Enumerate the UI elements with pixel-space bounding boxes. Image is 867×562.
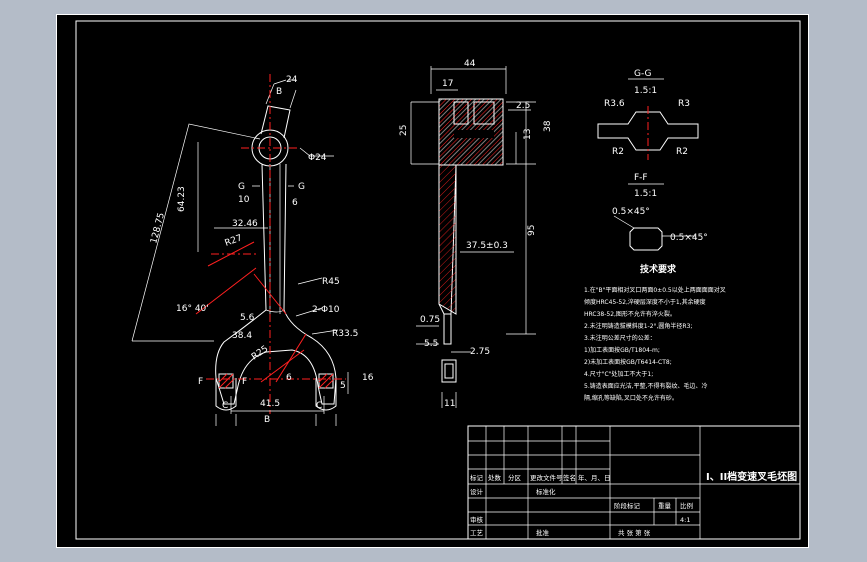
dim-25: 25 (399, 125, 409, 136)
dim-r27: R27 (224, 233, 244, 248)
tb-label-mark: 标记 (470, 473, 484, 482)
dim-5: 5 (340, 381, 346, 391)
dim-44: 44 (464, 59, 476, 69)
tech-item: 隔,缩孔等缺陷,叉口处不允许有砂。 (584, 394, 678, 402)
dim-16: 16 (362, 373, 374, 383)
label-b-top: B (276, 87, 282, 97)
dim-95: 95 (527, 225, 537, 236)
tech-item: 2.未注明铸造拔模斜度1-2°,圆角半径R3; (584, 322, 692, 330)
front-view: 24 B Φ24 G G 10 6 64.23 128.75 32.46 R27… (131, 74, 374, 426)
dim-r33: R33.5 (332, 329, 358, 339)
tech-item: HRC38-52,图形不允许有淬火裂。 (584, 310, 676, 318)
dim-r3: R3 (678, 99, 690, 109)
section-gg-title: G-G (634, 69, 652, 79)
tech-item: 倾度HRC45-52,淬硬层深度不小于1,其余硬度 (584, 298, 706, 306)
section-ff: F-F 1.5:1 0.5×45° 0.5×45° (612, 173, 708, 251)
tech-item: 2)未加工表面按GB/T6414-CT8; (584, 358, 672, 366)
dim-2-75: 2.75 (470, 347, 490, 357)
tb-craft: 工艺 (470, 529, 484, 537)
dim-r45: R45 (322, 277, 340, 287)
tech-item: 4.尺寸"C"处加工不大于1; (584, 370, 653, 378)
label-b-bottom: B (264, 415, 270, 425)
tb-sheets: 共 张 第 张 (618, 528, 651, 537)
dim-0-75: 0.75 (420, 315, 440, 325)
fork-body (215, 163, 337, 405)
section-ff-scale: 1.5:1 (634, 189, 657, 199)
right-foot (315, 378, 337, 411)
label-c-left: C (222, 401, 228, 411)
section-gg-scale: 1.5:1 (634, 86, 657, 96)
dim-41: 41.5 (260, 399, 280, 409)
tb-label-zone: 分区 (508, 473, 522, 482)
dim-10: 10 (238, 195, 250, 205)
dim-37-5: 37.5±0.3 (466, 241, 508, 251)
label-f-right: F (242, 377, 247, 387)
dim-13: 13 (523, 129, 533, 140)
section-ff-title: F-F (634, 173, 648, 183)
left-foot (215, 378, 237, 411)
dim-phi24: Φ24 (308, 153, 327, 163)
dim-17: 17 (442, 79, 453, 89)
label-g-left: G (238, 182, 245, 192)
tb-scale-label: 比例 (680, 501, 693, 510)
dim-32: 32.46 (232, 219, 258, 229)
tb-review: 审核 (470, 515, 484, 524)
dim-64: 64.23 (177, 186, 187, 212)
side-view: 44 17 2.5 25 38 13 95 37.5±0.3 0.75 5.5 … (399, 59, 553, 409)
tb-design: 设计 (470, 487, 484, 496)
chamfer-1: 0.5×45° (612, 207, 650, 217)
dim-11: 11 (444, 399, 455, 409)
dim-5-5: 5.5 (424, 339, 438, 349)
dim-6b: 6 (286, 373, 292, 383)
dim-38: 38.4 (232, 331, 252, 341)
tb-scale-value: 4:1 (680, 516, 690, 524)
tb-stage: 阶段标记 (614, 501, 641, 510)
label-g-right: G (298, 182, 305, 192)
label-f-left: F (198, 377, 203, 387)
tech-item: 3.未注明公差尺寸的公差： (584, 334, 656, 342)
title-block: 标记 处数 分区 更改文件号 签名 年、月、日 设计 标准化 审核 工艺 批准 … (467, 425, 801, 540)
drawing-canvas: 24 B Φ24 G G 10 6 64.23 128.75 32.46 R27… (56, 14, 809, 548)
tech-requirements: 技术要求 1.在"B"平面相对叉口两面0±0.5以处上两面面面对叉 倾度HRC4… (584, 263, 726, 402)
tb-standard: 标准化 (536, 487, 556, 496)
dim-r25: R25 (250, 344, 270, 362)
top-lug (260, 105, 291, 139)
dim-r3-6: R3.6 (604, 99, 625, 109)
tb-label-file: 更改文件号 (530, 473, 563, 482)
label-c-right: C (316, 401, 322, 411)
tech-title: 技术要求 (640, 263, 677, 275)
dim-6: 6 (292, 198, 298, 208)
dim-angle: 16° 40' (176, 304, 209, 314)
inner-frame (75, 20, 801, 540)
tb-weight: 重量 (658, 502, 672, 510)
dim-38: 38 (543, 120, 553, 132)
tech-item: 1.在"B"平面相对叉口两面0±0.5以处上两面面面对叉 (584, 286, 726, 294)
dim-holes: 2-Φ10 (312, 305, 340, 315)
tb-label-count: 处数 (488, 473, 502, 482)
outer-frame (56, 14, 809, 548)
dim-2-5: 2.5 (516, 101, 530, 111)
drawing-sheet: 24 B Φ24 G G 10 6 64.23 128.75 32.46 R27… (56, 14, 809, 548)
dim-r2-right: R2 (676, 147, 688, 157)
dim-128: 128.75 (149, 212, 167, 245)
dim-r2-left: R2 (612, 147, 624, 157)
tech-item: 1)加工表面按GB/T1804-m; (584, 346, 660, 354)
dim-5-6: 5.6 (240, 313, 255, 323)
tb-title: I、II档变速叉毛坯图 (706, 470, 797, 483)
tb-approve: 批准 (536, 528, 550, 537)
tb-label-date: 年、月、日 (578, 473, 611, 482)
section-gg: G-G 1.5:1 R3.6 R3 R2 R2 (597, 69, 699, 160)
dim-24: 24 (286, 75, 298, 85)
tech-item: 5.铸造表面应光洁,平整,不得有裂纹、毛边、冷 (584, 382, 708, 390)
tb-label-sign: 签名 (563, 473, 576, 482)
chamfer-2: 0.5×45° (670, 233, 708, 243)
